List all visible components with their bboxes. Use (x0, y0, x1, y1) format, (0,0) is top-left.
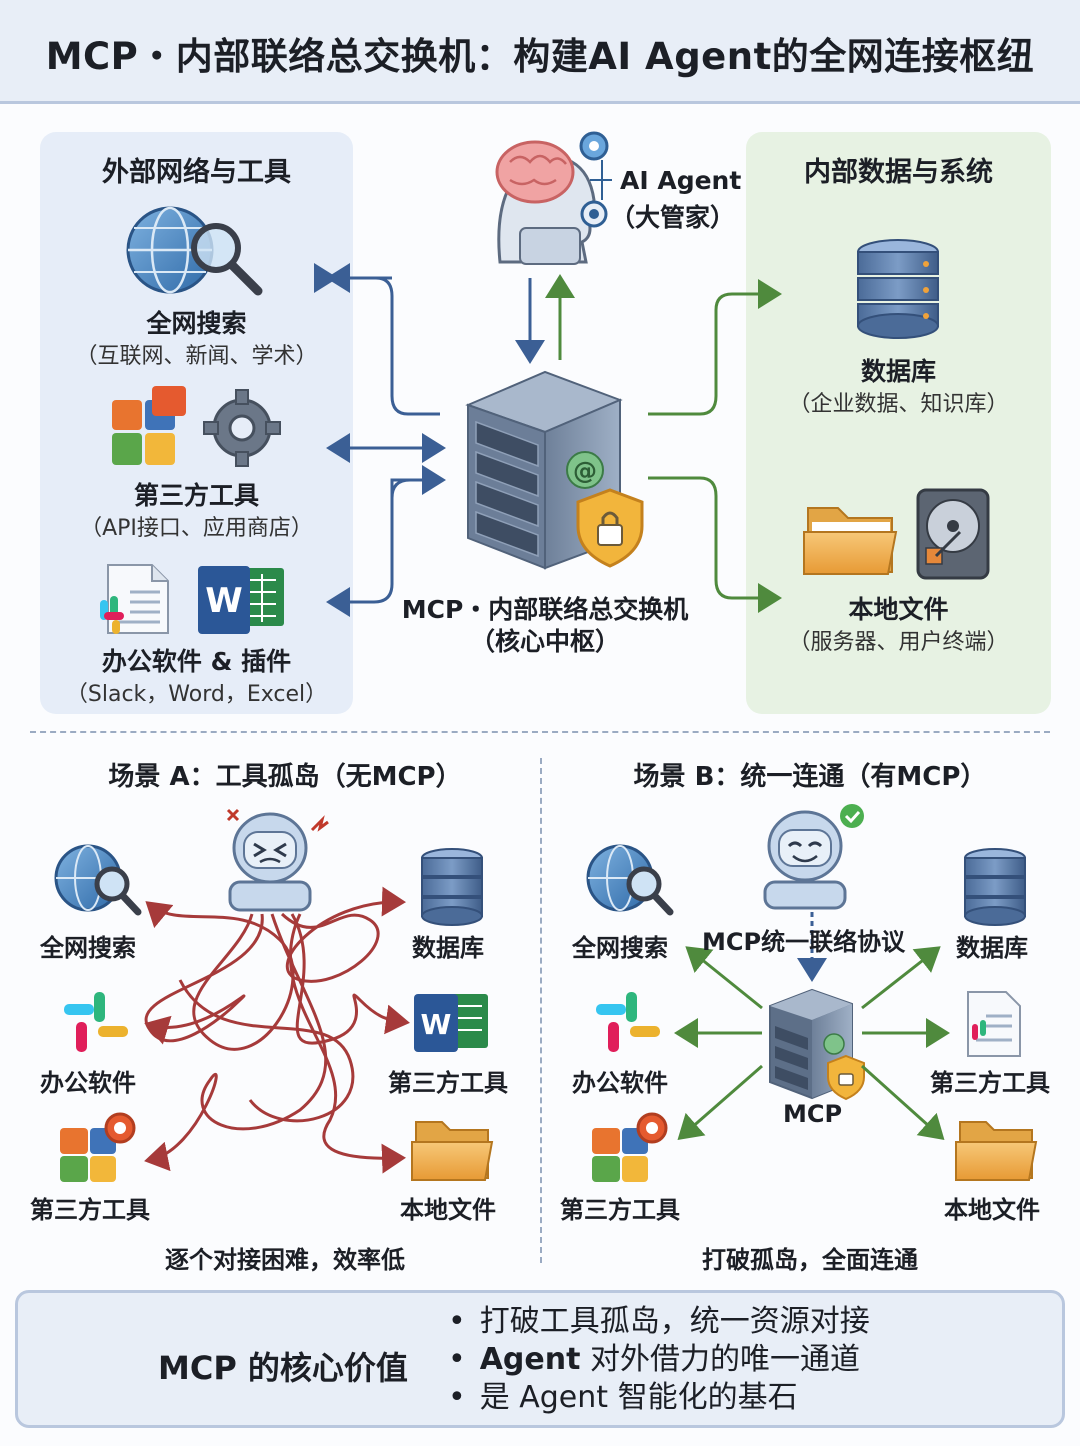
label-web-search: 全网搜索 (146, 309, 247, 338)
scenario-b-puzzle-icon (592, 1112, 668, 1182)
scenario-a-globe-icon (54, 844, 142, 916)
scenario-a-right-1: 第三方工具 (388, 1069, 508, 1097)
globe-search-icon (126, 206, 263, 296)
header-banner: MCP・内部联络总交换机：构建AI Agent的全网连接枢纽 (0, 0, 1080, 104)
svg-text:W: W (205, 581, 243, 621)
scenario-b-document-icon (967, 991, 1021, 1057)
scenario-b-right-2: 本地文件 (944, 1196, 1040, 1224)
scenario-b-database-icon (964, 848, 1026, 926)
scenario-b-left-1: 办公软件 (572, 1069, 668, 1097)
ai-agent-icon (495, 131, 612, 265)
scenario-b-robot-icon (763, 804, 864, 910)
scenario-b-left-2: 第三方工具 (560, 1196, 680, 1224)
scenario-a-tangled-lines (144, 886, 410, 1174)
sub-third-party-tools: （API接口、应用商店） (80, 516, 313, 541)
folder-drive-icon (803, 488, 990, 580)
sub-local-files: （服务器、用户终端） (788, 630, 1009, 655)
core-value-item: 打破工具孤岛，统一资源对接 (448, 1303, 870, 1341)
label-database: 数据库 (860, 357, 936, 386)
agent-sublabel: （大管家） (610, 203, 736, 232)
puzzle-gear-icon (112, 386, 281, 467)
scenario-b-title: 场景 B：统一连通（有MCP） (633, 762, 987, 792)
scenario-b-caption: 打破孤岛，全面连通 (702, 1246, 918, 1274)
scenario-a-caption: 逐个对接困难，效率低 (165, 1246, 405, 1274)
label-third-party-tools: 第三方工具 (133, 481, 259, 510)
page-title: MCP・内部联络总交换机：构建AI Agent的全网连接枢纽 (45, 35, 1035, 78)
scenario-a-right-0: 数据库 (412, 934, 484, 962)
scenario-a-folder-icon (411, 1121, 494, 1181)
internal-panel: 内部数据与系统 (746, 132, 1051, 714)
internal-panel-title: 内部数据与系统 (804, 157, 993, 188)
core-value-list: 打破工具孤岛，统一资源对接 Agent 对外借力的唯一通道 是 Agent 智能… (448, 1303, 870, 1417)
scenario-b-mcp-server-icon (769, 988, 865, 1101)
scenario-a-left-0: 全网搜索 (40, 934, 136, 962)
scenario-a-slack-icon (64, 992, 128, 1052)
core-value-item: 是 Agent 智能化的基石 (448, 1379, 870, 1417)
scenario-a-puzzle-icon (60, 1112, 136, 1182)
office-apps-icon: W (100, 564, 284, 634)
svg-text:@: @ (573, 457, 597, 485)
scenario-b-left-0: 全网搜索 (572, 934, 668, 962)
core-value-title: MCP 的核心价值 (158, 1349, 408, 1387)
label-local-files: 本地文件 (848, 595, 949, 624)
sub-office-plugins: （Slack，Word，Excel） (65, 682, 328, 707)
scenario-a-database-icon (421, 848, 483, 926)
mcp-server-icon: @ (465, 370, 644, 570)
scenario-a-title: 场景 A：工具孤岛（无MCP） (108, 762, 462, 792)
arrow-local-files (648, 476, 782, 613)
sub-web-search: （互联网、新闻、学术） (75, 344, 318, 369)
external-panel: 外部网络与工具 (40, 132, 353, 714)
scenario-b-arrows (674, 946, 950, 1141)
scenario-divider (540, 758, 542, 1263)
arrow-database (648, 279, 782, 416)
sub-database: （企业数据、知识库） (788, 392, 1009, 417)
scenario-a-left-2: 第三方工具 (30, 1196, 150, 1224)
core-value-bold: Agent (479, 1342, 581, 1377)
core-value-item: Agent 对外借力的唯一通道 (448, 1341, 870, 1379)
core-value-text: 是 Agent 智能化的基石 (479, 1380, 798, 1415)
scenario-b-protocol: MCP统一联络协议 (702, 928, 906, 956)
label-office-plugins: 办公软件 & 插件 (101, 647, 292, 676)
svg-text:W: W (421, 1008, 452, 1041)
hub-sublabel: （核心中枢） (469, 627, 620, 656)
scenario-b-right-1: 第三方工具 (930, 1069, 1050, 1097)
scenario-a-left-1: 办公软件 (40, 1069, 136, 1097)
scenario-a-right-2: 本地文件 (400, 1196, 496, 1224)
agent-label: AI Agent (620, 166, 742, 195)
scenario-a-robot-icon (226, 808, 329, 912)
scenario-b-globe-icon (586, 844, 674, 916)
hub-label: MCP・内部联络总交换机 (401, 595, 689, 624)
section-divider (30, 731, 1050, 733)
external-panel-title: 外部网络与工具 (102, 157, 291, 188)
core-value-text: 对外借力的唯一通道 (580, 1342, 860, 1377)
core-value-box: MCP 的核心价值 打破工具孤岛，统一资源对接 Agent 对外借力的唯一通道 … (15, 1290, 1065, 1428)
scenario-b-slack-icon (596, 992, 660, 1052)
database-icon (857, 239, 939, 339)
scenario-a-word-icon: W (414, 994, 488, 1052)
core-value-text: 打破工具孤岛，统一资源对接 (479, 1304, 870, 1339)
scenario-b-folder-icon (955, 1121, 1038, 1181)
scenario-b-right-0: 数据库 (956, 934, 1028, 962)
scenario-b-hub-label: MCP (783, 1100, 843, 1128)
